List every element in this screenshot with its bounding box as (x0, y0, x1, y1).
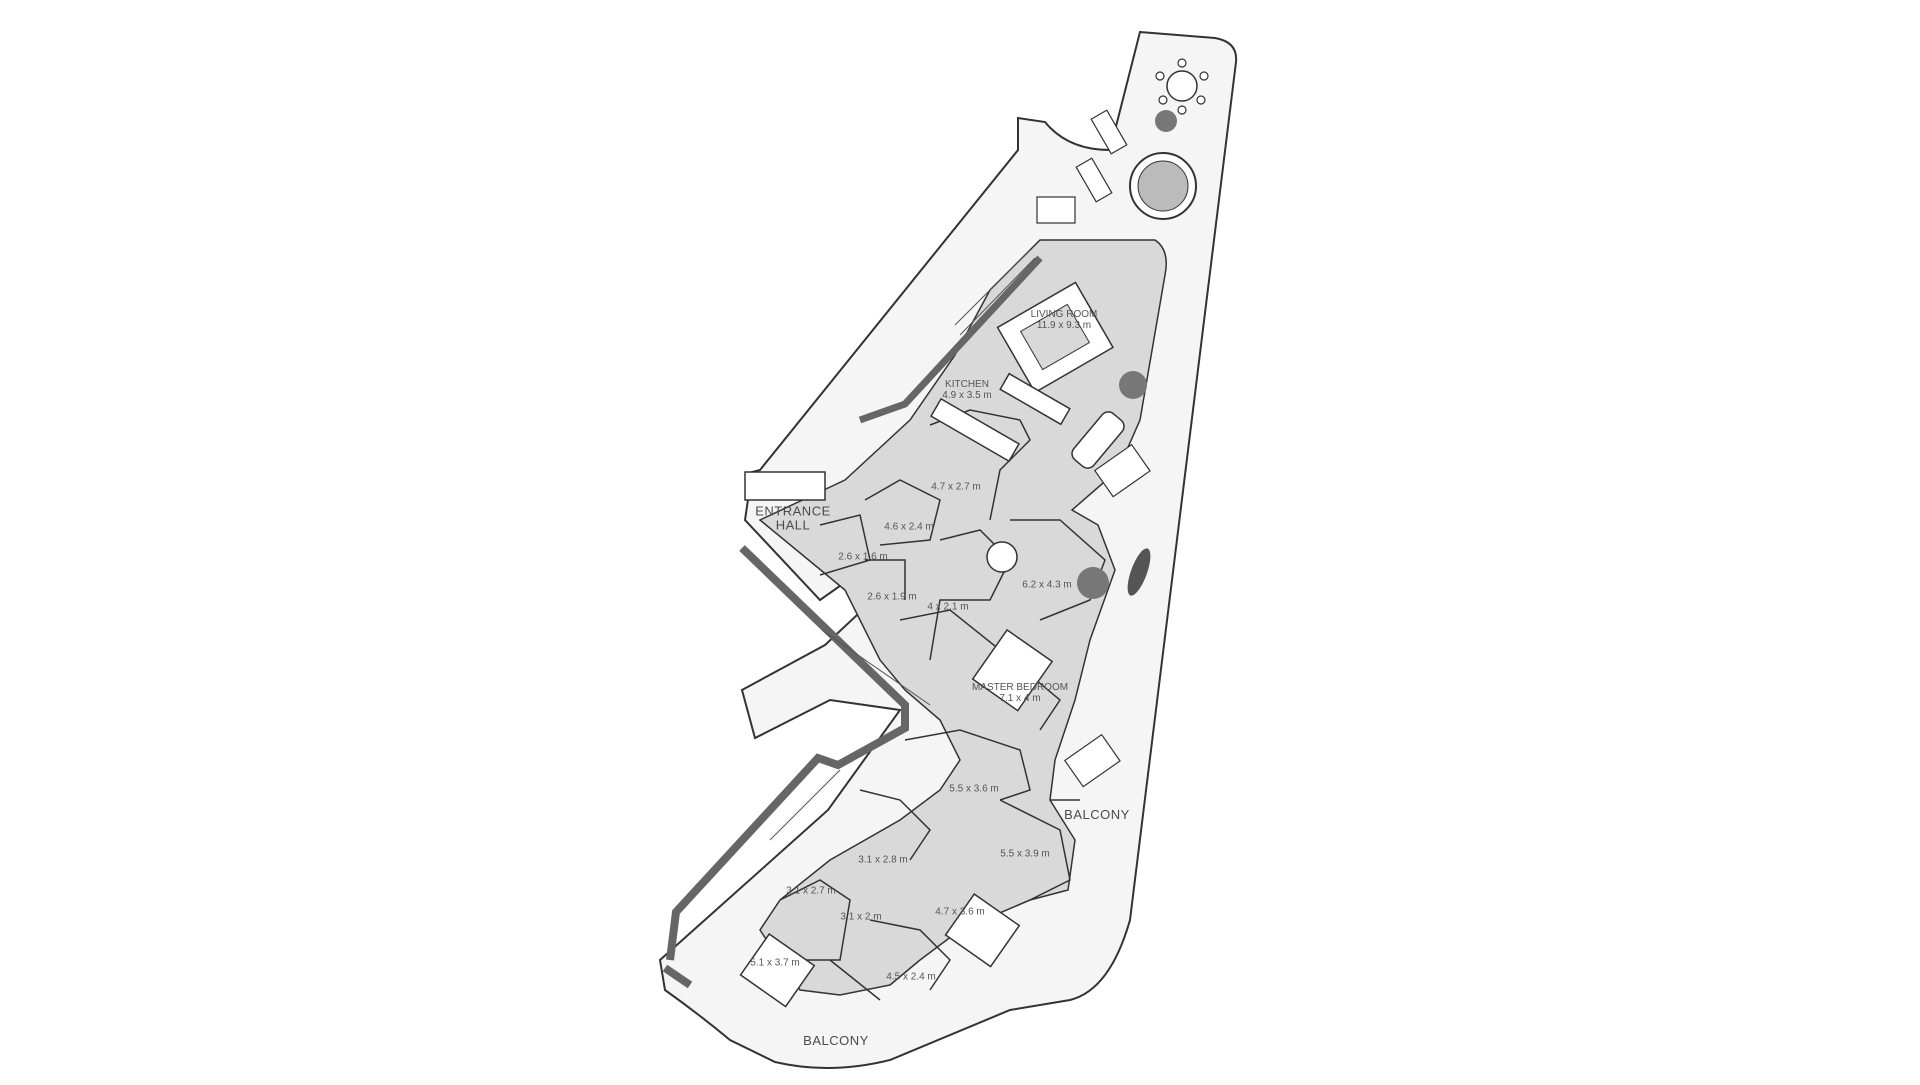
room-size: 2.6 x 1.9 m (867, 591, 917, 603)
room-name: KITCHEN (945, 379, 989, 390)
sun-lounger (1090, 109, 1128, 155)
room-size: 6.2 x 4.3 m (1022, 579, 1072, 591)
plant (1119, 371, 1147, 399)
room-size: 4.9 x 3.5 m (942, 390, 992, 401)
room-size: 3.1 x 2.7 m (786, 885, 836, 897)
kitchen-island (999, 372, 1071, 426)
room-size: 5.5 x 3.9 m (1000, 848, 1050, 860)
partitions (779, 409, 1106, 1001)
master-bedroom-label: MASTER BEDROOM 7.1 x 4 m (972, 682, 1068, 704)
outdoor-chair (1063, 733, 1121, 788)
room-size: 4.7 x 2.7 m (931, 481, 981, 493)
bed (971, 628, 1054, 712)
bed (739, 932, 816, 1008)
dining-table (1071, 411, 1125, 469)
round-table (986, 541, 1018, 573)
room-size: 3.1 x 2 m (840, 911, 882, 923)
planter (1127, 548, 1151, 596)
living-room-label: LIVING ROOM 11.9 x 9.3 m (1031, 309, 1098, 331)
balcony-label: BALCONY (803, 1032, 869, 1048)
planter (1155, 110, 1177, 132)
hot-tub-inner (1137, 160, 1189, 212)
entrance-vestibule (744, 471, 826, 501)
room-size: 5.5 x 3.6 m (949, 783, 999, 795)
entrance-wall (666, 545, 909, 961)
kitchen-counter (930, 397, 1020, 463)
room-size: 4.7 x 3.6 m (935, 906, 985, 918)
room-size: 4.5 x 2.4 m (886, 971, 936, 983)
room-size: 3.1 x 2.8 m (858, 854, 908, 866)
room-size: 5.1 x 3.7 m (750, 957, 800, 969)
kitchen-label: KITCHEN 4.9 x 3.5 m (942, 379, 991, 401)
room-name: LIVING ROOM (1030, 309, 1098, 320)
glazing-strips (769, 249, 1036, 841)
west-wall (858, 255, 1043, 424)
balcony-label: BALCONY (1064, 806, 1130, 822)
room-size: 4.6 x 2.4 m (884, 521, 934, 533)
chairs (1155, 58, 1209, 115)
room-size: 11.9 x 9.3 m (1036, 320, 1092, 331)
rug (1019, 303, 1091, 371)
round-table (1166, 70, 1198, 102)
room-size: 2.6 x 1.6 m (838, 551, 888, 563)
entrance-hall-label: ENTRANCE HALL (755, 503, 831, 533)
room-size: 4 x 2.1 m (927, 601, 969, 613)
outdoor-chair (1093, 443, 1151, 498)
planter (1077, 567, 1109, 599)
bed (944, 892, 1021, 968)
bbq-unit (1036, 196, 1076, 224)
sun-lounger (1075, 157, 1113, 203)
south-wall (662, 964, 693, 989)
room-name: MASTER BEDROOM (971, 682, 1069, 693)
room-size: 7.1 x 4 m (999, 693, 1041, 704)
